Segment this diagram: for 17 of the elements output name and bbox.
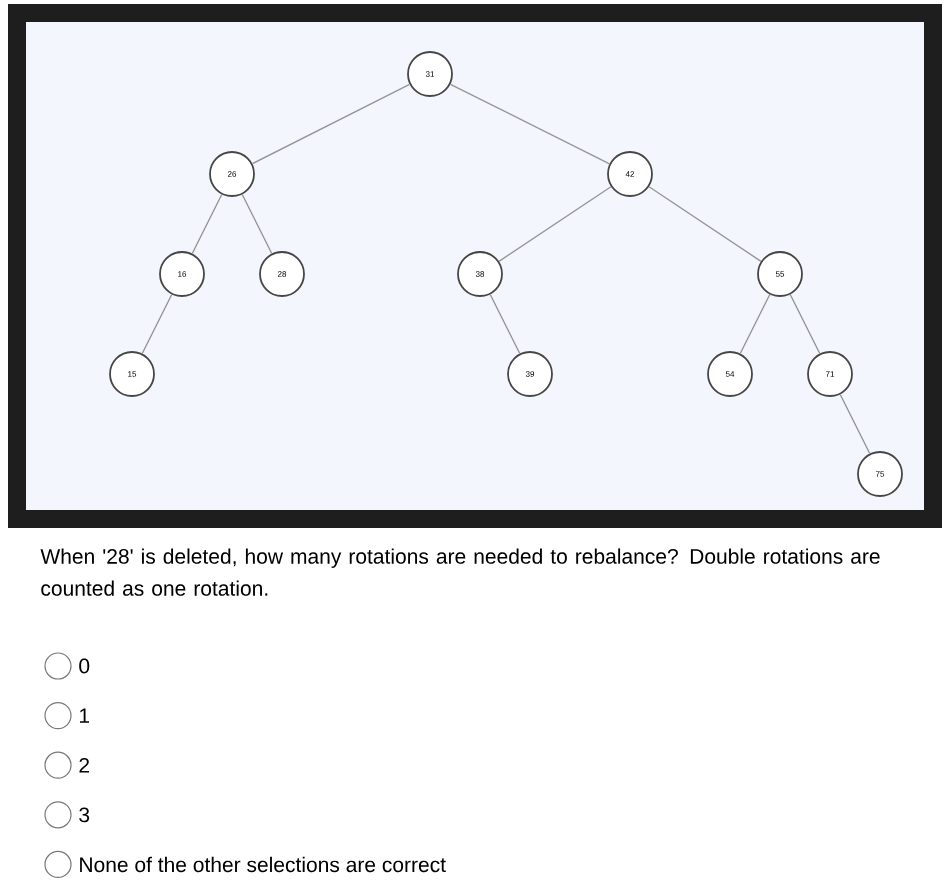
tree-edge [489, 293, 521, 355]
tree-edge [498, 186, 612, 262]
option-text: 0 [79, 658, 90, 674]
tree-edge [251, 83, 411, 165]
tree-edge [191, 193, 223, 255]
tree-edge [739, 293, 771, 355]
tree-edge [449, 83, 611, 165]
option-text: 1 [80, 708, 90, 723]
option-text: 3 [79, 807, 90, 823]
option-text: None of the other selections are correct [80, 856, 446, 873]
question-text: When '28' is deleted, how many rotations are needed to rebalance? Double rotations are counted as one rotation. [40, 548, 880, 596]
tree-edge [789, 293, 821, 355]
tree-edge [241, 193, 273, 255]
tree-edge [141, 293, 173, 355]
option-text: 2 [79, 757, 89, 773]
tree-edge [648, 186, 762, 262]
tree-edge [839, 393, 871, 455]
